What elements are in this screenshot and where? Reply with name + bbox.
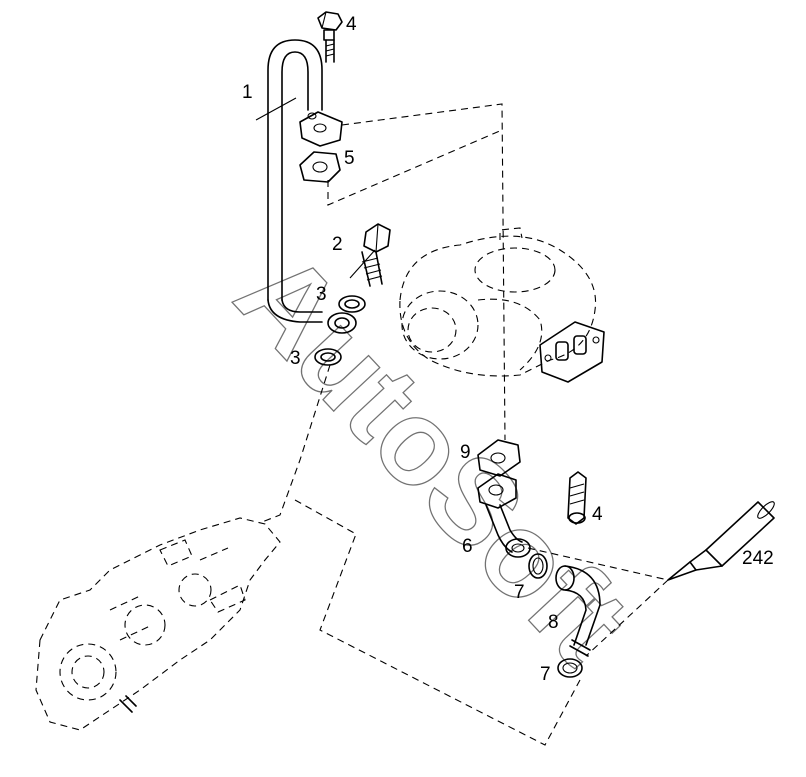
turbocharger xyxy=(399,227,597,377)
watermark: AutoSoft xyxy=(211,226,654,688)
callout-4-top: 4 xyxy=(346,14,357,35)
callout-3-lower: 3 xyxy=(290,348,301,369)
callout-5: 5 xyxy=(344,148,355,169)
turbo-outlet-flange xyxy=(539,321,605,383)
engine-block xyxy=(35,517,281,731)
callout-8: 8 xyxy=(548,612,559,633)
callout-9: 9 xyxy=(460,442,471,463)
callout-labels: 1 2 3 3 4 5 9 4 6 7 8 7 242 xyxy=(242,14,774,685)
leader-lines xyxy=(261,103,669,746)
callout-6: 6 xyxy=(462,536,473,557)
banjo-bolt xyxy=(349,223,391,287)
sealing-washer-lower xyxy=(314,348,342,366)
gasket-9 xyxy=(477,439,521,477)
callout-1: 1 xyxy=(242,82,253,103)
hose-elbow xyxy=(555,565,601,657)
callout-7-upper: 7 xyxy=(514,582,525,603)
pipe-flange-top xyxy=(299,111,343,147)
banjo-fitting xyxy=(327,312,357,334)
o-ring-lower xyxy=(557,658,583,678)
callout-3-upper: 3 xyxy=(316,284,327,305)
oil-feed-pipe xyxy=(255,39,323,323)
sealing-washer-upper xyxy=(338,295,366,313)
callout-242: 242 xyxy=(742,548,774,569)
stud-lower xyxy=(567,471,587,525)
callout-2: 2 xyxy=(332,234,343,255)
callout-7-lower: 7 xyxy=(540,664,551,685)
callout-4-lower: 4 xyxy=(592,504,603,525)
bolt-top xyxy=(317,11,343,63)
o-ring-upper xyxy=(528,553,548,579)
gasket-5 xyxy=(299,151,341,183)
